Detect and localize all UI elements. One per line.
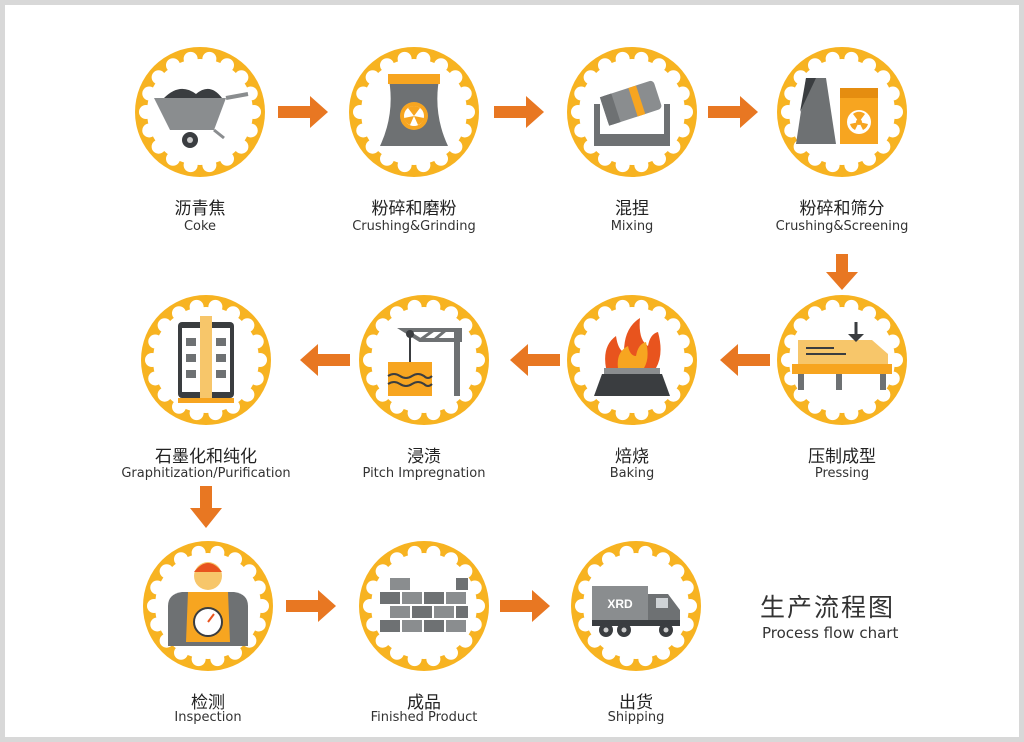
graphitization-furnace-icon [178,316,234,403]
badge-ring [571,299,693,421]
step-badge-coke [135,47,265,177]
step-badge-inspection [143,541,273,671]
step-label-cn: 出货 [619,693,653,713]
step-label-cn: 检测 [191,693,225,713]
step-label-cn: 浸渍 [407,447,441,467]
brick-stack-icon [380,578,468,632]
badge-ring [363,545,485,667]
step-label-cn: 粉碎和磨粉 [371,199,457,219]
step-label-en: Graphitization/Purification [121,466,291,481]
step-label-cn: 石墨化和纯化 [155,447,257,467]
step-label-cn: 成品 [407,693,441,713]
badge-ring [139,51,261,173]
diagram-title-en: Process flow chart [762,624,899,642]
step-label-en: Crushing&Screening [775,219,909,234]
arrow-10-11 [500,590,550,622]
step-badge-crushing-screening [777,47,907,177]
diagram-title-cn: 生产流程图 [760,593,896,622]
press-icon [792,322,892,390]
badge-ring [145,299,267,421]
wheelbarrow-icon [154,88,249,148]
step-label-cn: 压制成型 [808,447,876,467]
step-label-cn: 沥青焦 [174,199,226,219]
arrow-1-2 [278,96,328,128]
arrow-8-9 [190,486,222,528]
arrow-5-6 [720,344,770,376]
step-label-en: Baking [609,466,655,481]
truck-label: XRD [607,597,633,611]
badge-ring [353,51,475,173]
arrow-2-3 [494,96,544,128]
fire-furnace-icon [594,318,670,396]
arrow-4-5 [826,254,858,290]
crane-tank-icon [387,328,462,396]
step-badge-baking [567,295,697,425]
step-badge-crushing-grinding [349,47,479,177]
arrow-3-4 [708,96,758,128]
step-badge-graphitization [141,295,271,425]
crusher-plant-icon [796,78,878,144]
step-badge-mixing [567,47,697,177]
step-label-cn: 粉碎和筛分 [799,199,885,219]
badge-ring [363,299,485,421]
step-badge-impregnation [359,295,489,425]
step-badge-pressing [777,295,907,425]
badge-ring [781,299,903,421]
step-badge-finished-product [359,541,489,671]
step-label-en: Shipping [607,710,665,725]
arrow-9-10 [286,590,336,622]
mixer-icon [594,80,670,146]
badge-ring [147,545,269,667]
step-label-en: Coke [183,219,217,234]
cooling-tower-icon [380,74,448,146]
inspector-icon [168,562,248,646]
step-badge-shipping: XRD [571,541,701,671]
arrow-7-8 [300,344,350,376]
truck-icon: XRD [592,586,680,637]
step-label-en: Finished Product [370,710,478,725]
step-label-en: Pitch Impregnation [362,466,486,481]
step-label-en: Inspection [174,710,242,725]
step-label-en: Crushing&Grinding [352,219,476,234]
step-label-cn: 混捏 [615,199,649,219]
step-label-en: Pressing [814,466,870,481]
arrow-6-7 [510,344,560,376]
badge-ring [571,51,693,173]
badge-ring [575,545,697,667]
step-label-cn: 焙烧 [615,447,649,467]
badge-ring [781,51,903,173]
step-label-en: Mixing [610,219,654,234]
